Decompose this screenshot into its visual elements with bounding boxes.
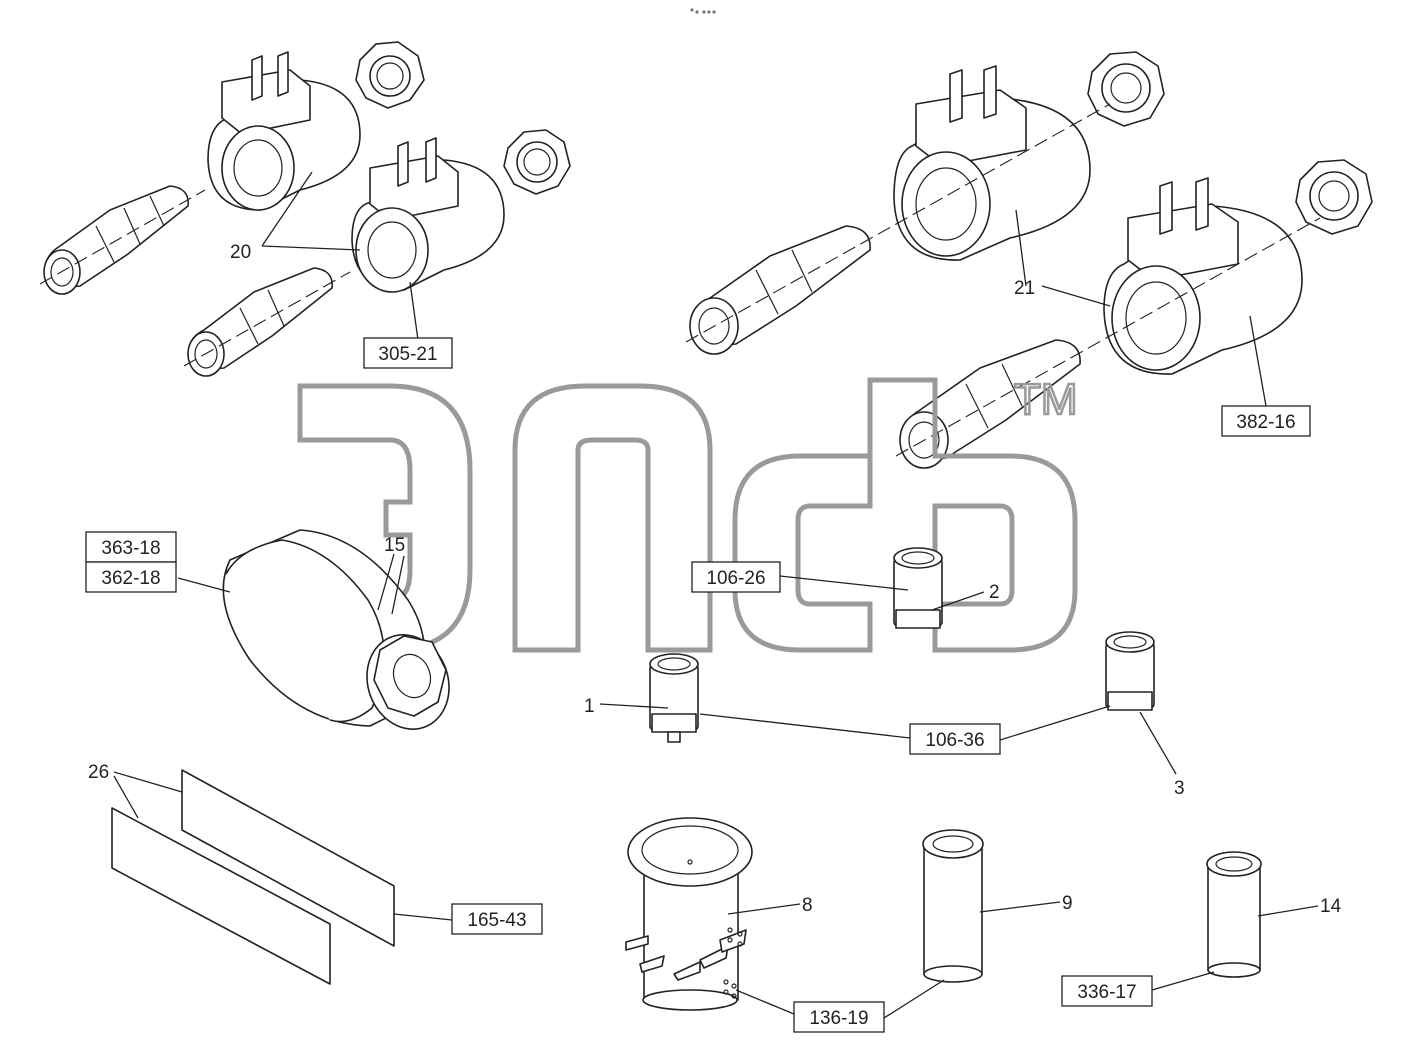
trademark-label: TM	[1014, 375, 1078, 424]
callout-15: 15	[384, 535, 405, 556]
pleated-element-14	[1206, 851, 1262, 978]
part-number-165-43[interactable]: 165-43	[451, 903, 543, 935]
cartridge-lower-left	[183, 267, 351, 377]
solenoid-assembly-left	[39, 41, 571, 377]
part-number-362-18[interactable]: 362-18	[85, 561, 177, 593]
part-number-106-36[interactable]: 106-36	[909, 723, 1001, 755]
svg-text:363-18: 363-18	[101, 538, 160, 559]
svg-text:362-18: 362-18	[101, 568, 160, 589]
spin-on-filter-2	[893, 547, 943, 629]
pleated-filter-15	[222, 529, 450, 730]
cartridge-upper-right	[685, 103, 1111, 355]
callout-3: 3	[1174, 778, 1185, 799]
cartridge-upper-left	[39, 185, 206, 295]
callout-14: 14	[1320, 896, 1342, 917]
spin-on-filter-3	[1105, 631, 1155, 711]
nut-upper-left	[355, 41, 425, 109]
coil-upper-left	[207, 51, 361, 211]
mesh-panel-26	[111, 769, 395, 985]
svg-text:305-21: 305-21	[378, 344, 437, 365]
part-number-305-21[interactable]: 305-21	[363, 337, 453, 369]
coil-lower-right	[1103, 177, 1303, 375]
callout-20: 20	[230, 242, 251, 263]
svg-text:165-43: 165-43	[467, 910, 526, 931]
callout-21: 21	[1014, 278, 1035, 299]
callout-2: 2	[989, 582, 1000, 603]
part-number-382-16[interactable]: 382-16	[1221, 405, 1311, 437]
callout-8: 8	[802, 895, 813, 916]
nut-lower-left	[503, 129, 571, 195]
nut-upper-right	[1087, 51, 1165, 127]
part-number-336-17[interactable]: 336-17	[1061, 975, 1153, 1007]
spin-on-filter-1	[649, 653, 699, 743]
callout-9: 9	[1062, 893, 1073, 914]
perforated-filter-9	[922, 829, 984, 983]
svg-text:106-36: 106-36	[925, 730, 984, 751]
nut-lower-right	[1295, 159, 1373, 235]
svg-text:106-26: 106-26	[706, 568, 765, 589]
more-dots-icon[interactable]	[690, 8, 716, 14]
part-number-106-26[interactable]: 106-26	[691, 561, 781, 593]
svg-text:136-19: 136-19	[809, 1008, 868, 1029]
coil-upper-right	[893, 65, 1091, 261]
svg-text:336-17: 336-17	[1077, 982, 1136, 1003]
callout-1: 1	[584, 696, 595, 717]
strainer-8	[625, 817, 753, 1011]
part-number-136-19[interactable]: 136-19	[793, 1001, 885, 1033]
part-number-363-18[interactable]: 363-18	[85, 531, 177, 563]
svg-text:382-16: 382-16	[1236, 412, 1295, 433]
coil-lower-left	[351, 137, 505, 293]
strainer-holes	[723, 927, 743, 999]
callout-26: 26	[88, 762, 109, 783]
